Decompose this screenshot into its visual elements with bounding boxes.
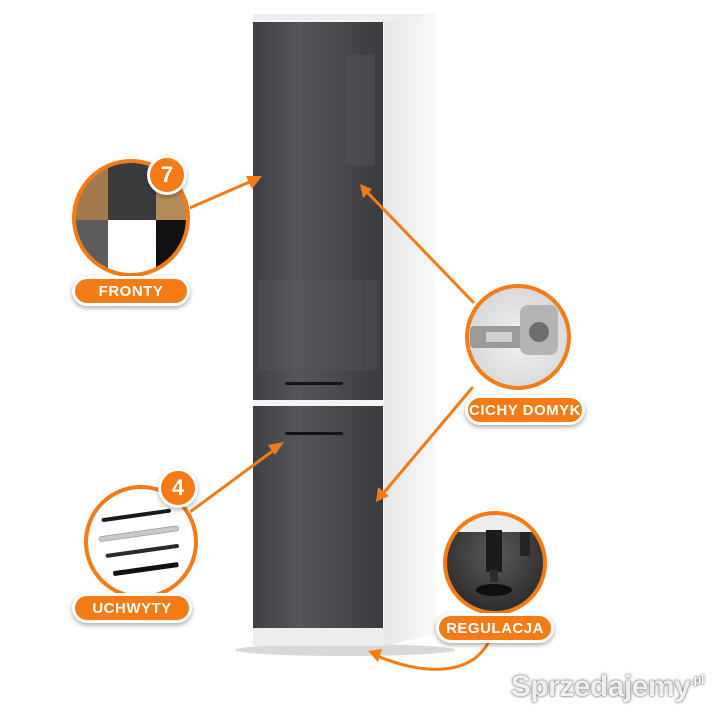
lower-handle	[285, 432, 343, 435]
fronty-label: FRONTY	[72, 276, 190, 306]
uchwyty-count-badge: 4	[158, 468, 198, 508]
arrow-heads	[246, 176, 389, 662]
cabinet-side	[383, 14, 437, 646]
upper-door[interactable]	[253, 22, 383, 400]
fronty-count-badge: 7	[147, 155, 187, 195]
cichy-domyk-label: CICHY DOMYK	[465, 395, 585, 425]
watermark-tld: .pl	[690, 672, 704, 687]
watermark-brand: Sprzedajemy	[510, 670, 691, 703]
floor-shadow	[235, 644, 455, 656]
watermark-logo: Sprzedajemy.pl	[510, 670, 705, 704]
hinge-photo	[464, 283, 572, 391]
annotation-arrows	[183, 178, 495, 671]
leveling-foot-photo	[442, 510, 548, 616]
lower-door[interactable]	[253, 406, 383, 628]
upper-handle	[285, 382, 343, 385]
cabinet-plinth	[253, 628, 384, 646]
regulacja-label: REGULACJA	[436, 613, 554, 643]
uchwyty-label: UCHWYTY	[72, 593, 192, 623]
